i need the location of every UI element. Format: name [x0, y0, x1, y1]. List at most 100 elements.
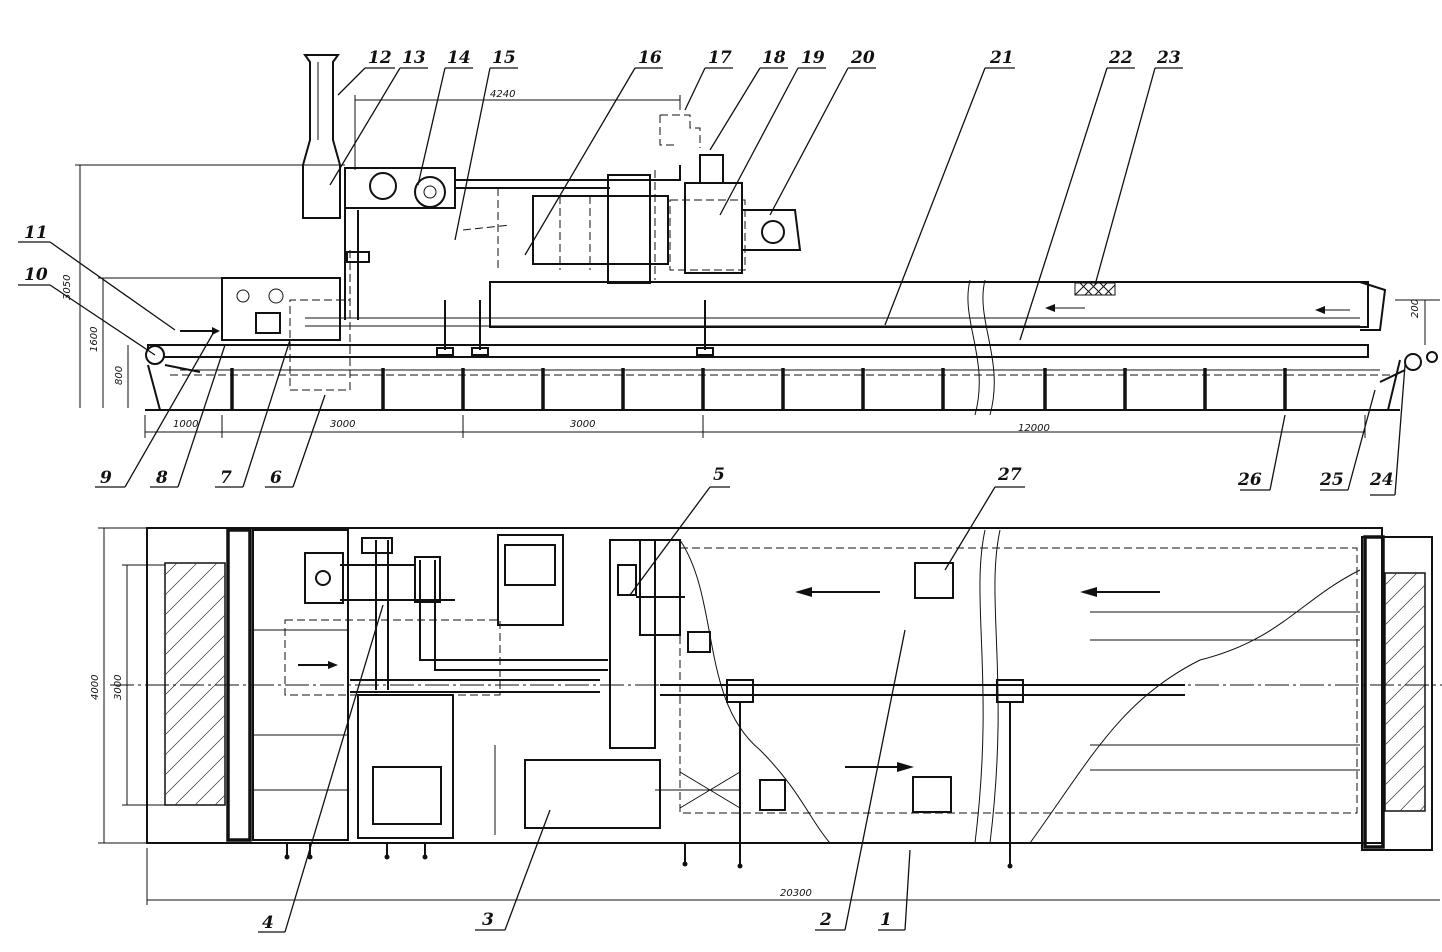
main-header-pipe [350, 679, 600, 693]
gearbox [617, 564, 637, 596]
callout-leaders [18, 67, 1406, 933]
flow-arrows-plan [298, 587, 1160, 772]
panel-window [255, 312, 281, 334]
exchanger-core [607, 174, 651, 284]
nozzle-a [436, 347, 454, 356]
callout-15: 15 [492, 48, 516, 68]
callout-25: 25 [1319, 470, 1344, 490]
belt-lines [1090, 611, 1360, 771]
callout-22: 22 [1108, 48, 1133, 68]
dim-line-4000 [98, 527, 147, 844]
dim-line-20300 [146, 848, 1440, 905]
plan-break-lines [974, 529, 1001, 844]
fan-2-icon [414, 176, 446, 208]
hood-end-cap [1359, 281, 1387, 331]
callout-23: 23 [1156, 48, 1181, 68]
vertical-pipe [375, 540, 389, 690]
callout-19: 19 [801, 48, 825, 68]
end-skirts [147, 359, 1401, 411]
duct-damper [346, 251, 370, 263]
dashed-return-duct [289, 250, 351, 391]
support-legs [230, 368, 1287, 410]
discharge-roller [1404, 353, 1422, 371]
dim-4240-label: 4240 [490, 89, 515, 100]
callout-7: 7 [220, 468, 232, 488]
callout-4: 4 [262, 913, 274, 933]
dim-3000b-label: 3000 [570, 419, 595, 430]
fan-block [497, 534, 564, 626]
long-air-pipe [660, 684, 1185, 696]
pipe-elbow-top [361, 537, 393, 554]
dim-line-bottom-side [144, 415, 1366, 438]
motor-block [639, 539, 681, 636]
callout-18: 18 [762, 48, 786, 68]
dim-line-3050 [75, 164, 345, 408]
blower-unit [684, 182, 743, 274]
top-air-duct [455, 165, 681, 189]
callout-16: 16 [638, 48, 662, 68]
supply-pipe-bend [419, 560, 608, 671]
exchanger-dashed-lines [559, 170, 656, 280]
callout-6: 6 [270, 468, 282, 488]
dim-3050-label: 3050 [62, 275, 73, 300]
conveyor-dashed-outline [679, 547, 1358, 814]
dim-line-1600 [98, 277, 225, 408]
callout-10: 10 [24, 265, 48, 285]
dim-800-label: 800 [114, 366, 125, 385]
pipe-valve-2 [996, 679, 1024, 703]
callout-9: 9 [100, 468, 112, 488]
break-line-right [982, 279, 995, 416]
pipe-fitting [414, 556, 441, 603]
pipe-valve-1 [726, 679, 754, 703]
combustion-chamber [524, 759, 661, 829]
discharge-mesh-panel [1384, 572, 1426, 812]
gauge-icon-left [236, 289, 250, 303]
small-motor [687, 631, 711, 653]
callout-12: 12 [368, 48, 392, 68]
cutaway-curve-right [1029, 569, 1361, 844]
exhaust-chimney [302, 54, 341, 219]
control-panel-cabinet [221, 277, 341, 341]
callout-27: 27 [997, 465, 1022, 485]
blower-top [699, 154, 724, 184]
dim-1000-label: 1000 [173, 419, 198, 430]
motor-icon [761, 220, 785, 244]
plan-view [110, 527, 1442, 869]
dim-4000-label: 4000 [90, 675, 101, 700]
callout-17: 17 [708, 48, 732, 68]
flow-arrows-side [180, 304, 1350, 335]
nozzle-b [471, 347, 489, 356]
callout-21: 21 [989, 48, 1014, 68]
discharge-roller-small [1426, 351, 1438, 363]
plan-legs [284, 843, 1013, 869]
fan-window [504, 544, 556, 586]
panel-box [304, 552, 344, 604]
dim-1600-label: 1600 [89, 327, 100, 352]
cutaway-curve-left [679, 539, 831, 844]
side-elevation-view [145, 54, 1438, 416]
callout-3: 3 [482, 910, 494, 930]
dim-3000a-label: 3000 [330, 419, 355, 430]
burner-window [372, 766, 442, 825]
dashed-blower-frame [669, 199, 746, 271]
plan-discharge-end [1361, 536, 1433, 851]
gauge-icon-right [268, 288, 284, 304]
dim-3000v-label: 3000 [113, 675, 124, 700]
callout-11: 11 [24, 223, 48, 243]
vertical-duct [344, 170, 359, 320]
vent-hatching [1074, 282, 1116, 296]
callout-1: 1 [880, 910, 892, 930]
callout-5: 5 [713, 465, 725, 485]
callout-2: 2 [819, 910, 832, 930]
callout-26: 26 [1237, 470, 1262, 490]
control-section-dividers [253, 629, 348, 791]
callout-13: 13 [402, 48, 426, 68]
dim-12000-label: 12000 [1018, 423, 1050, 434]
callout-24: 24 [1369, 470, 1394, 490]
dim-200-label: 200 [1410, 299, 1421, 318]
break-line-left [967, 279, 980, 416]
horizontal-pipe-top [340, 564, 455, 601]
dim-line-4240 [354, 95, 681, 170]
